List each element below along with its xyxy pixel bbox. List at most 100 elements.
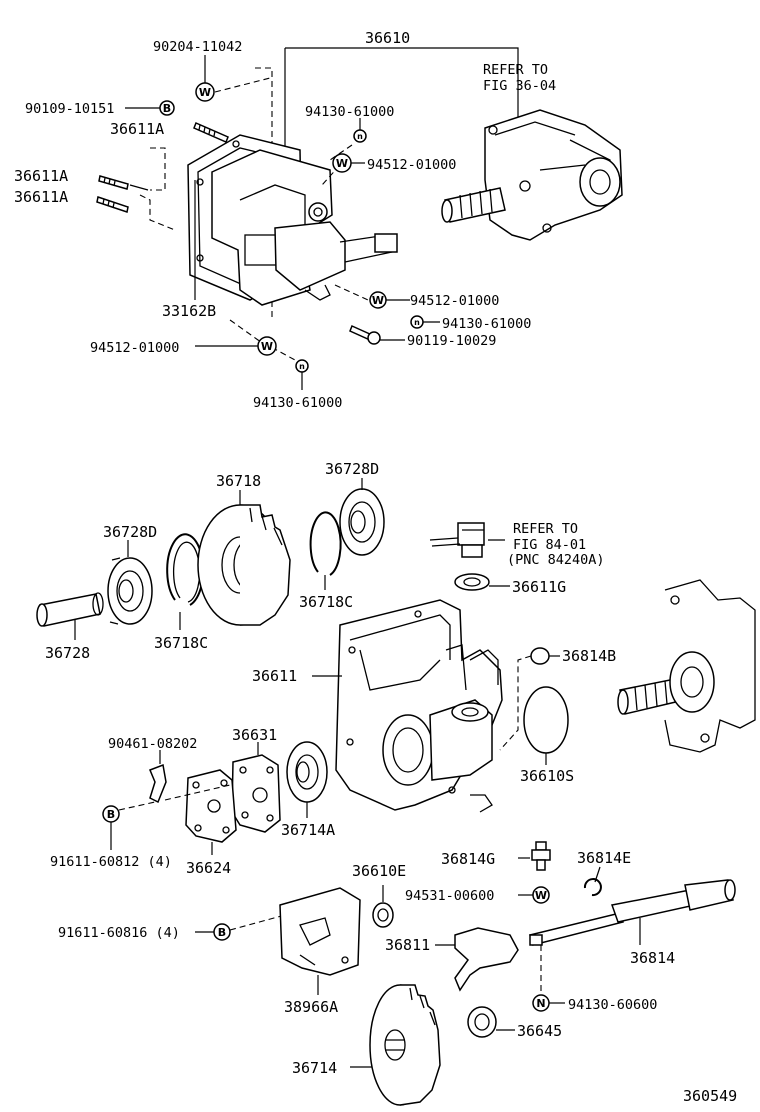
label-36718C-2: 36718C — [154, 634, 208, 652]
nut-symbol-94130-c: n — [295, 359, 309, 373]
label-36645: 36645 — [517, 1022, 562, 1040]
label-36624: 36624 — [186, 859, 231, 877]
label-refer-to-1: REFER TO — [483, 62, 548, 78]
dash-bolt-2 — [229, 914, 286, 931]
label-90119-10029: 90119-10029 — [407, 333, 496, 349]
seal-36610S — [523, 686, 569, 754]
bearing-36714A — [286, 741, 328, 803]
sleeve-36718 — [197, 504, 291, 626]
transfer-ref-36-04 — [441, 109, 623, 241]
label-36611: 36611 — [252, 667, 297, 685]
label-fig-36-04: FIG 36-04 — [483, 78, 556, 94]
bolt-symbol-91611-60812: B — [102, 805, 120, 823]
leader-36611A-2 — [129, 184, 149, 191]
label-fig-84-01: FIG 84-01 — [513, 537, 586, 553]
label-91611-60816: 91611-60816 (4) — [58, 925, 180, 941]
svg-text:B: B — [163, 102, 171, 115]
svg-text:W: W — [336, 157, 348, 170]
label-36611A-1: 36611A — [110, 120, 164, 138]
label-36814G: 36814G — [441, 850, 495, 868]
label-36610: 36610 — [365, 29, 410, 47]
label-pnc-84240A: (PNC 84240A) — [507, 552, 605, 568]
bolt-symbol-90109: B — [159, 100, 175, 116]
svg-text:n: n — [414, 318, 420, 327]
svg-text:B: B — [218, 926, 226, 939]
label-91611-60812: 91611-60812 (4) — [50, 854, 172, 870]
dash-guide-3 — [139, 194, 176, 231]
clip-90461-08202 — [149, 763, 167, 804]
bracket-38966A — [279, 887, 361, 976]
bolt-90119-10029 — [349, 324, 381, 345]
label-90461-08202: 90461-08202 — [108, 736, 197, 752]
dash-n1 — [329, 144, 353, 161]
washer-symbol-94512-b: W — [369, 291, 387, 309]
dash-guide-2 — [150, 147, 166, 191]
svg-text:B: B — [107, 808, 115, 821]
label-36610E: 36610E — [352, 862, 406, 880]
label-94512-01000-a: 94512-01000 — [367, 157, 456, 173]
stud-36611A-2 — [98, 175, 129, 190]
snap-ring-36718C-right — [309, 511, 342, 576]
label-94130-61000-b: 94130-61000 — [442, 316, 531, 332]
label-36611A-3: 36611A — [14, 188, 68, 206]
nut-symbol-94130-60600: N — [532, 994, 550, 1012]
label-94130-61000-a: 94130-61000 — [305, 104, 394, 120]
svg-text:n: n — [357, 132, 363, 141]
nut-symbol-94130-a: n — [353, 129, 367, 143]
washer-symbol-90204: W — [195, 82, 215, 102]
label-36728D-2: 36728D — [325, 460, 379, 478]
leader-36814E — [594, 866, 601, 883]
label-36714: 36714 — [292, 1059, 337, 1077]
stud-36611A-3 — [96, 196, 129, 213]
eclip-36814E — [583, 878, 602, 897]
label-36631: 36631 — [232, 726, 277, 744]
washer-symbol-94512-c: W — [257, 336, 277, 356]
svg-text:n: n — [299, 362, 305, 371]
label-36611A-2: 36611A — [14, 167, 68, 185]
fork-36811 — [454, 927, 519, 992]
shift-housing-top — [211, 149, 398, 306]
bearing-36728D-right — [339, 488, 385, 556]
label-94130-61000-c: 94130-61000 — [253, 395, 342, 411]
dash-clip — [164, 784, 231, 801]
svg-text:N: N — [536, 997, 545, 1010]
gasket-36611G — [454, 573, 490, 591]
label-36814E: 36814E — [577, 849, 631, 867]
label-90109-10151: 90109-10151 — [25, 101, 114, 117]
bolt-symbol-91611-60816: B — [213, 923, 231, 941]
label-94512-01000-c: 94512-01000 — [90, 340, 179, 356]
stud-36611A-1 — [193, 122, 229, 143]
label-360549: 360549 — [683, 1087, 737, 1105]
collar-36645 — [467, 1006, 497, 1038]
label-36610S: 36610S — [520, 767, 574, 785]
label-refer-to-2: REFER TO — [513, 521, 578, 537]
svg-text:W: W — [372, 294, 384, 307]
switch-36814G — [531, 841, 551, 871]
label-36714A: 36714A — [281, 821, 335, 839]
plug-ref-84-01 — [429, 522, 485, 558]
plate-36631 — [231, 754, 281, 833]
label-36718C-1: 36718C — [299, 593, 353, 611]
svg-text:W: W — [261, 340, 273, 353]
label-94130-60600: 94130-60600 — [568, 997, 657, 1013]
oring-36814B — [530, 647, 550, 665]
plate-36624 — [185, 769, 237, 843]
label-94531-00600: 94531-00600 — [405, 888, 494, 904]
dash-w1 — [214, 77, 271, 93]
collar-36610E — [372, 902, 394, 928]
nut-symbol-94130-b: n — [410, 315, 424, 329]
label-36728: 36728 — [45, 644, 90, 662]
shaft-36728 — [36, 592, 104, 627]
washer-symbol-94512-a: W — [332, 153, 352, 173]
label-36814: 36814 — [630, 949, 675, 967]
leader-36610 — [285, 47, 519, 120]
label-36814B: 36814B — [562, 647, 616, 665]
gear-36714 — [369, 984, 441, 1106]
label-36728D-1: 36728D — [103, 523, 157, 541]
dash-w4 — [229, 319, 296, 361]
dash-w3 — [334, 284, 369, 301]
bearing-36728D-left — [107, 557, 153, 625]
label-36611G: 36611G — [512, 578, 566, 596]
shift-shaft-36814 — [529, 879, 736, 946]
